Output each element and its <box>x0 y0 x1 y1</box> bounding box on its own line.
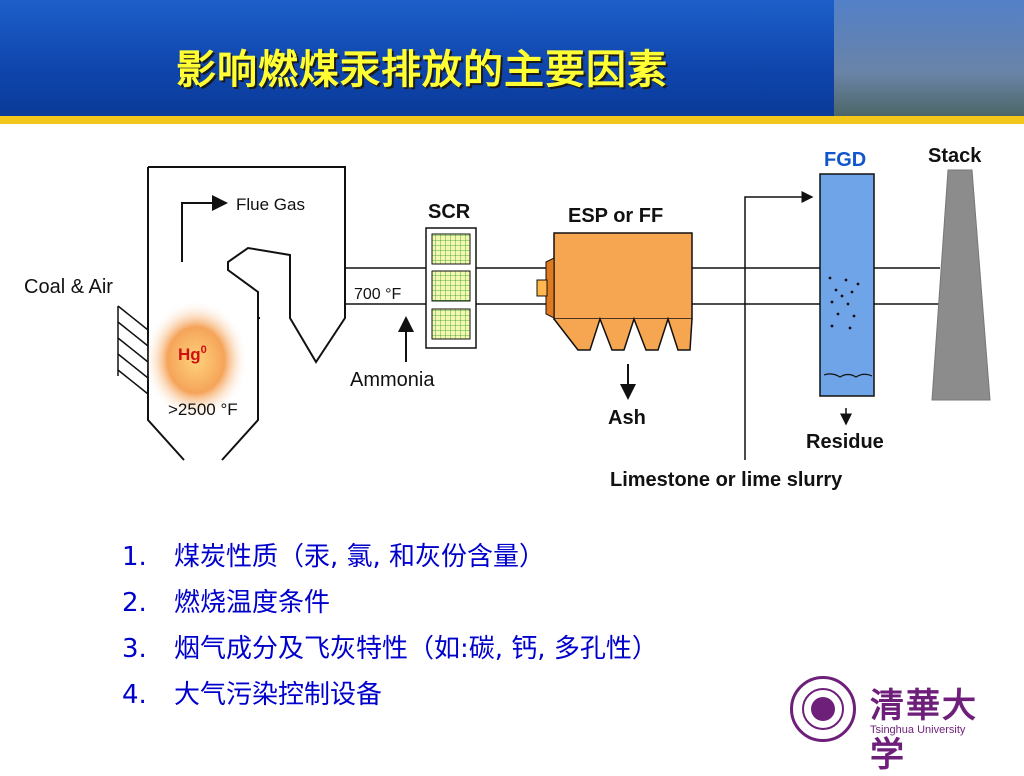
tsinghua-logo: 清華大学 Tsinghua University <box>790 676 990 775</box>
ash-label: Ash <box>608 407 646 429</box>
scr-label: SCR <box>428 201 471 223</box>
factor-item: 4.大气污染控制设备 <box>122 680 383 710</box>
stack-label: Stack <box>928 145 982 167</box>
flue-gas-label: Flue Gas <box>236 195 305 214</box>
coal-air-label: Coal & Air <box>24 276 113 298</box>
fgd-unit <box>744 173 875 460</box>
slurry-arrow <box>744 191 814 460</box>
esp-ff-label: ESP or FF <box>568 205 663 227</box>
fgd-spray <box>828 276 860 330</box>
furnace-temperature-label: >2500 °F <box>168 400 238 419</box>
residue-label: Residue <box>806 431 884 453</box>
limestone-label: Limestone or lime slurry <box>610 469 843 491</box>
duct-temperature-label: 700 °F <box>354 286 402 303</box>
title-bar: 影响燃煤汞排放的主要因素 <box>0 0 1024 120</box>
factors-list: 1.煤炭性质（汞, 氯, 和灰份含量） 2.燃烧温度条件 3.烟气成分及飞灰特性… <box>122 534 658 718</box>
boiler <box>117 166 346 461</box>
campus-image <box>834 0 1024 120</box>
factor-item: 3.烟气成分及飞灰特性（如:碳, 钙, 多孔性） <box>122 634 658 664</box>
logo-name-en: Tsinghua University <box>870 724 966 736</box>
factor-text: 煤炭性质（汞, 氯, 和灰份含量） <box>174 542 546 572</box>
flue-gas-process-diagram: Coal & Air Flue Gas Hg0 >2500 °F 700 °F … <box>24 145 991 491</box>
flame <box>144 300 248 420</box>
factor-text: 烟气成分及飞灰特性（如:碳, 钙, 多孔性） <box>174 634 658 664</box>
scr-unit <box>425 227 477 349</box>
fgd-label: FGD <box>824 149 866 171</box>
hg-label: Hg0 <box>178 344 207 364</box>
factor-item: 2.燃烧温度条件 <box>122 588 331 618</box>
ammonia-label: Ammonia <box>350 369 435 391</box>
stack <box>931 169 991 401</box>
title-stripe <box>0 116 1024 124</box>
factor-item: 1.煤炭性质（汞, 氯, 和灰份含量） <box>122 542 546 572</box>
university-seal <box>790 676 856 742</box>
factor-text: 大气污染控制设备 <box>174 680 383 710</box>
slide-title: 影响燃煤汞排放的主要因素 <box>176 47 668 93</box>
factor-text: 燃烧温度条件 <box>174 588 331 618</box>
burner-inlets <box>117 305 149 395</box>
esp-ff-unit <box>536 232 693 400</box>
flue-gas-arrow <box>181 195 228 262</box>
